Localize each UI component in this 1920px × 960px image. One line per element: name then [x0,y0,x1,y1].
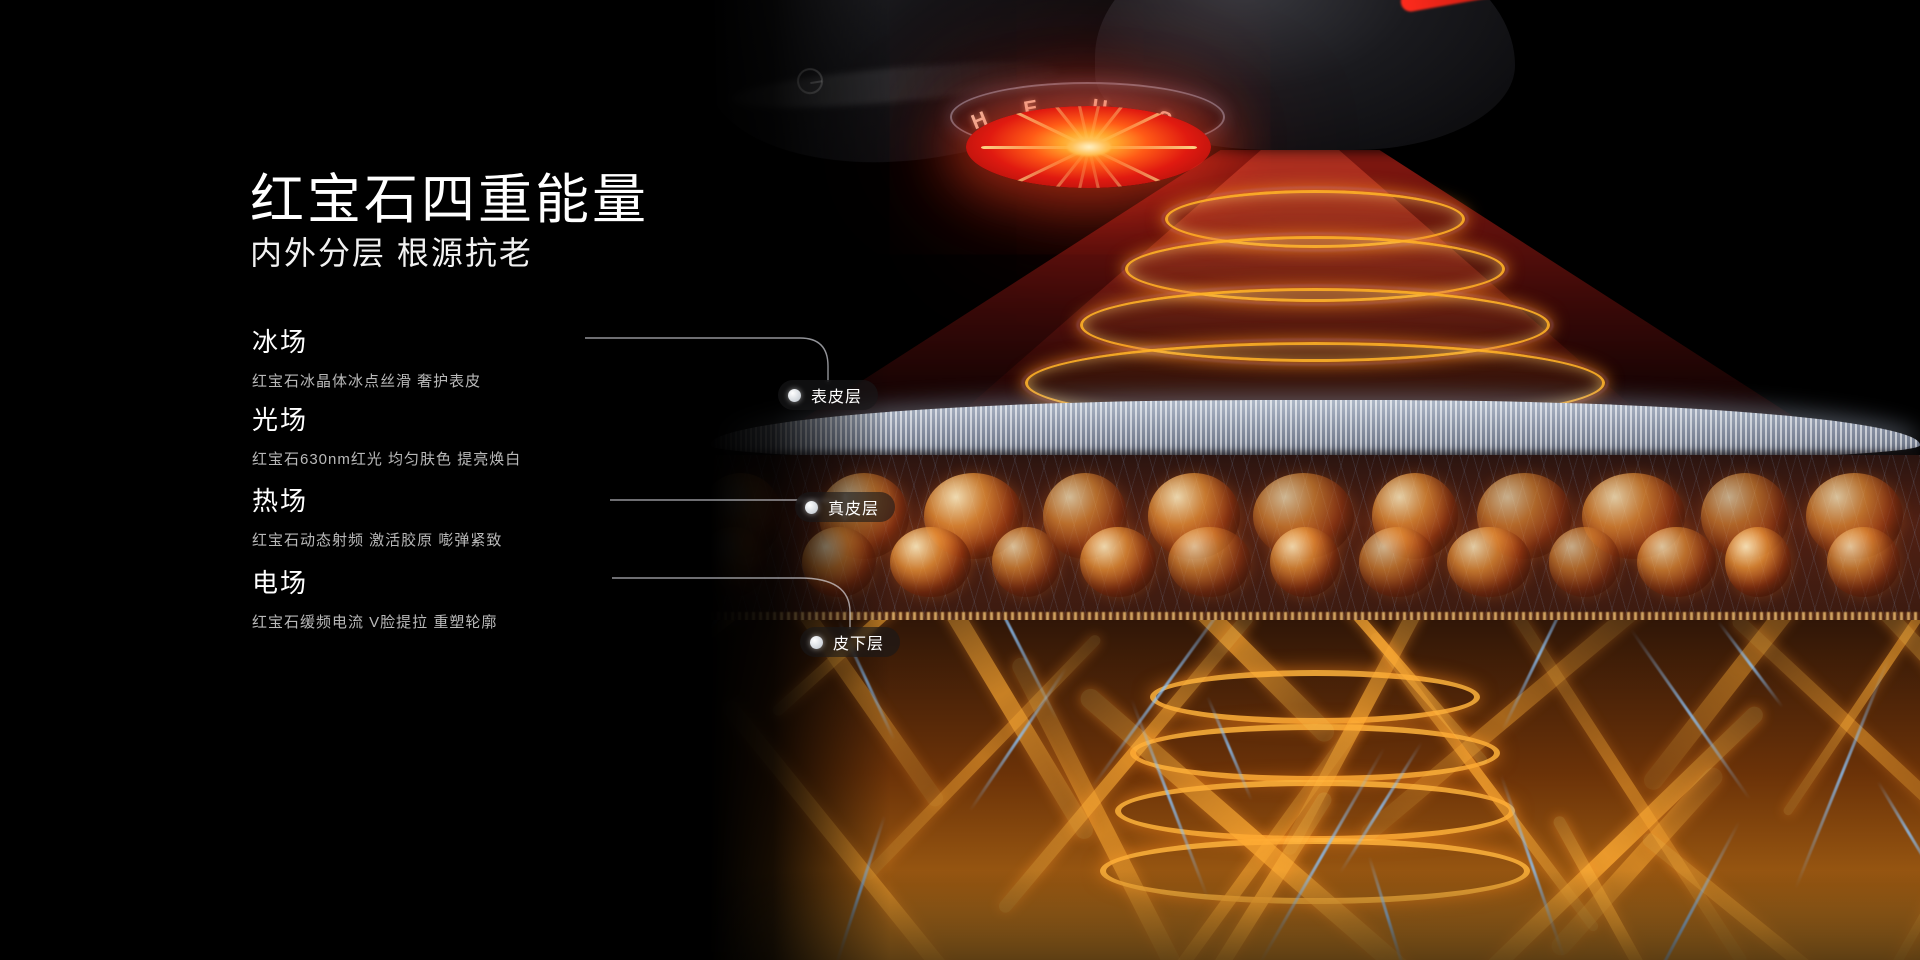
page-subtitle: 内外分层 根源抗老 [250,235,533,271]
dot-marker-icon [810,635,823,649]
feature-item-heat: 热场 红宝石动态射频 激活胶原 嘭弹紧致 [252,481,502,550]
feature-title: 电场 [252,568,309,598]
callout-label: 皮下层 [833,636,885,653]
ruby-emitter-disc [966,106,1211,188]
feature-description: 红宝石缓频电流 V脸提拉 重塑轮廓 [252,614,498,631]
artwork-bottom-fade [710,870,1920,960]
dot-marker-icon [788,388,801,402]
callout-dermis: 真皮层 [795,492,896,522]
feature-description: 红宝石冰晶体冰点丝滑 奢护表皮 [252,373,482,390]
feature-description: 红宝石动态射频 激活胶原 嘭弹紧致 [252,532,503,549]
emitter-core-glow [1066,138,1111,156]
feature-title: 热场 [252,486,309,516]
feature-title: 冰场 [252,327,309,357]
callout-epidermis: 表皮层 [778,380,879,410]
dot-marker-icon [805,500,818,514]
artwork-left-fade [710,0,890,960]
feature-item-light: 光场 红宝石630nm红光 均匀肤色 提亮焕白 [252,400,521,469]
emitter-fan-blades [966,106,1211,188]
feature-title: 光场 [252,405,309,435]
skin-layer-illustration: H E U S [710,0,1920,960]
dermis-layer [710,455,1920,625]
callout-hypodermis: 皮下层 [800,627,901,657]
feature-description: 红宝石630nm红光 均匀肤色 提亮焕白 [252,451,522,468]
callout-label: 真皮层 [828,501,880,518]
callout-label: 表皮层 [811,389,863,406]
feature-item-ice: 冰场 红宝石冰晶体冰点丝滑 奢护表皮 [252,322,481,391]
feature-item-electric: 电场 红宝石缓频电流 V脸提拉 重塑轮廓 [252,563,497,632]
page-title: 红宝石四重能量 [250,170,649,230]
epidermis-layer [710,400,1920,462]
